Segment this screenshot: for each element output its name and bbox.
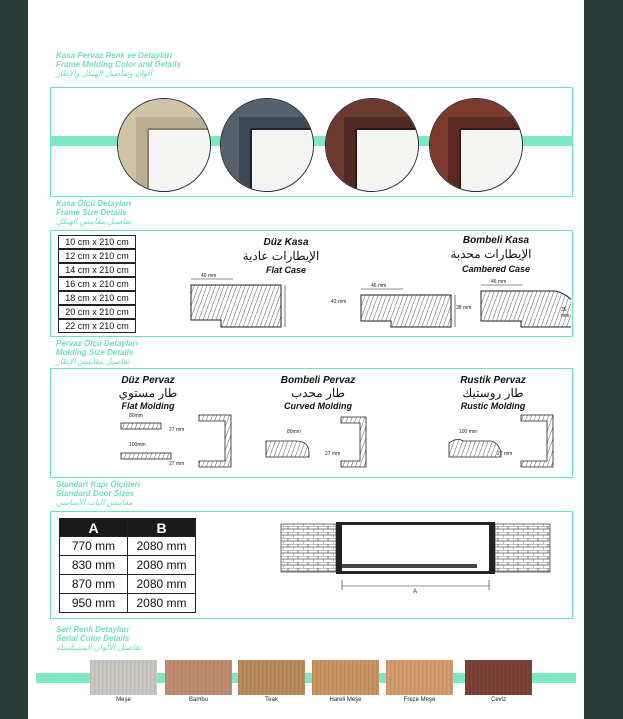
flat-case-dim-width2: 46 mm <box>371 283 387 289</box>
door-sizes-title-tr: Standart Kapı Ölçüleri <box>56 480 141 489</box>
table-row: 950 mm 2080 mm <box>59 593 196 613</box>
flat-molding-dim1: 80mm <box>129 413 143 419</box>
flat-case-dim-height: 42 mm <box>331 299 347 305</box>
frame-swatch-walnut <box>325 98 419 192</box>
frame-size-box: 10 cm x 210 cm 12 cm x 210 cm 14 cm x 21… <box>50 230 573 337</box>
door-height-cell: 2080 mm <box>127 536 196 556</box>
serial-colors-title-en: Serial Color Details <box>56 634 130 643</box>
door-plan-diagram <box>280 522 551 590</box>
serial-colors-title-tr: Seri Renk Detayları <box>56 625 129 634</box>
serial-colors-title-ar: تفاصيل الألوان المتسلسلة <box>56 643 142 652</box>
color-label: Hareli Meşe <box>329 697 362 703</box>
frame-size-title-ar: تفاصيل مقاييس الهيكل <box>56 217 132 226</box>
door-plan-label-a: A <box>413 589 418 595</box>
size-row: 22 cm x 210 cm <box>58 319 136 333</box>
catalog-page: Kasa Pervaz Renk ve Detayları Frame Mold… <box>28 0 584 719</box>
curved-molding-title-ar: طار محدب <box>290 386 346 400</box>
size-row: 20 cm x 210 cm <box>58 305 136 319</box>
door-width-cell: 870 mm <box>59 574 128 594</box>
color-label: Ceviz <box>490 697 506 703</box>
cambered-case-title-en: Cambered Case <box>461 264 531 274</box>
size-row: 12 cm x 210 cm <box>58 249 136 263</box>
rustic-molding-dim2: 27 mm <box>497 451 513 457</box>
cambered-case-dim-width: 46 mm <box>491 279 507 285</box>
table-row: 830 mm 2080 mm <box>59 555 196 575</box>
frame-colors-title-ar: ألوان وتفاصيل الهيكل والإطار <box>56 69 152 78</box>
frame-swatch-mahogany <box>429 98 523 192</box>
door-sizes-title: Standart Kapı Ölçüleri Standard Door Siz… <box>56 480 140 507</box>
cambered-case-title-tr: Bombeli Kasa <box>462 235 530 246</box>
flat-molding-title-tr: Düz Pervaz <box>121 375 175 386</box>
serial-colors-band <box>36 673 576 683</box>
flat-molding-title-en: Flat Molding <box>121 401 175 411</box>
frame-profiles-diagram <box>190 278 571 328</box>
molding-size-title-en: Molding Size Details <box>56 348 134 357</box>
door-sizes-title-ar: مقاييس الباب الأساسي <box>56 498 133 507</box>
door-sizes-table: A B 770 mm 2080 mm 830 mm 2080 mm 870 mm… <box>59 518 196 613</box>
molding-size-box: Düz Pervaz طار مستوي Flat Molding Bombel… <box>50 368 573 478</box>
frame-size-title-tr: Kasa Ölçü Detayları <box>56 199 132 208</box>
size-row: 16 cm x 210 cm <box>58 277 136 291</box>
flat-case-dim-width: 46 mm <box>201 273 217 279</box>
door-width-cell: 770 mm <box>59 536 128 556</box>
frame-swatch-anthracite <box>220 98 314 192</box>
molding-size-title: Pervaz Ölçü Detayları Molding Size Detai… <box>56 339 138 366</box>
door-height-cell: 2080 mm <box>127 555 196 575</box>
frame-colors-title: Kasa Pervaz Renk ve Detayları Frame Mold… <box>56 51 181 78</box>
flat-molding-dim2: 100mm <box>129 442 146 448</box>
molding-size-title-tr: Pervaz Ölçü Detayları <box>56 339 138 348</box>
curved-molding-dim1: 80mm <box>287 429 301 435</box>
table-row: 770 mm 2080 mm <box>59 536 196 556</box>
curved-molding-title-en: Curved Molding <box>284 401 352 411</box>
rustic-molding-dim1: 100 mm <box>459 429 478 435</box>
door-col-b-header: B <box>127 518 196 537</box>
door-col-a-header: A <box>59 518 128 537</box>
door-sizes-title-en: Standard Door Sizes <box>56 489 135 498</box>
frame-colors-title-en: Frame Molding Color and Details <box>56 60 181 69</box>
cambered-case-dim-height: 36 mm <box>561 307 570 319</box>
flat-case-title-tr: Düz Kasa <box>263 237 309 248</box>
color-label: Bambu <box>188 697 208 703</box>
color-swatch-freze-mese <box>386 660 453 695</box>
curved-molding-dim2: 27 mm <box>325 451 341 457</box>
door-height-cell: 2080 mm <box>127 574 196 594</box>
flat-case-title-ar: الإيطارات عادية <box>242 249 320 263</box>
frame-swatch-beige <box>117 98 211 192</box>
flat-molding-dim3: 27 mm <box>169 427 185 433</box>
door-width-cell: 830 mm <box>59 555 128 575</box>
color-label: Meşe <box>116 697 131 703</box>
rustic-molding-title-ar: طار روستيك <box>462 386 524 400</box>
color-swatch-bambu <box>165 660 232 695</box>
color-swatch-hareli-mese <box>312 660 379 695</box>
molding-size-title-ar: تفاصيل مقاييس الإطار <box>56 357 130 366</box>
flat-case-dim-height2: 38 mm <box>456 305 472 311</box>
flat-molding-dim4: 27 mm <box>169 461 185 467</box>
flat-molding-title-ar: طار مستوي <box>118 386 178 400</box>
table-row: 870 mm 2080 mm <box>59 574 196 594</box>
curved-molding-title-tr: Bombeli Pervaz <box>280 375 356 386</box>
rustic-molding-title-en: Rustic Molding <box>460 401 526 411</box>
serial-colors-title: Seri Renk Detayları Serial Color Details… <box>56 625 141 652</box>
size-row: 18 cm x 210 cm <box>58 291 136 305</box>
size-row: 14 cm x 210 cm <box>58 263 136 277</box>
cambered-case-title-ar: الإيطارات محدبة <box>450 247 532 261</box>
rustic-molding-title-tr: Rustik Pervaz <box>460 375 526 386</box>
door-height-cell: 2080 mm <box>127 593 196 613</box>
size-row: 10 cm x 210 cm <box>58 235 136 249</box>
color-swatch-ceviz <box>465 660 532 695</box>
flat-case-title-en: Flat Case <box>265 265 307 275</box>
color-label: Teak <box>265 697 278 703</box>
frame-size-title: Kasa Ölçü Detayları Frame Size Details ت… <box>56 199 131 226</box>
color-swatch-teak <box>238 660 305 695</box>
door-sizes-box: A B 770 mm 2080 mm 830 mm 2080 mm 870 mm… <box>50 511 573 619</box>
color-label: Freze Meşe <box>403 697 436 703</box>
molding-profiles-diagram <box>120 414 554 468</box>
door-width-cell: 950 mm <box>59 593 128 613</box>
frame-colors-title-tr: Kasa Pervaz Renk ve Detayları <box>56 51 173 60</box>
frame-size-title-en: Frame Size Details <box>56 208 127 217</box>
color-swatch-mese <box>90 660 157 695</box>
